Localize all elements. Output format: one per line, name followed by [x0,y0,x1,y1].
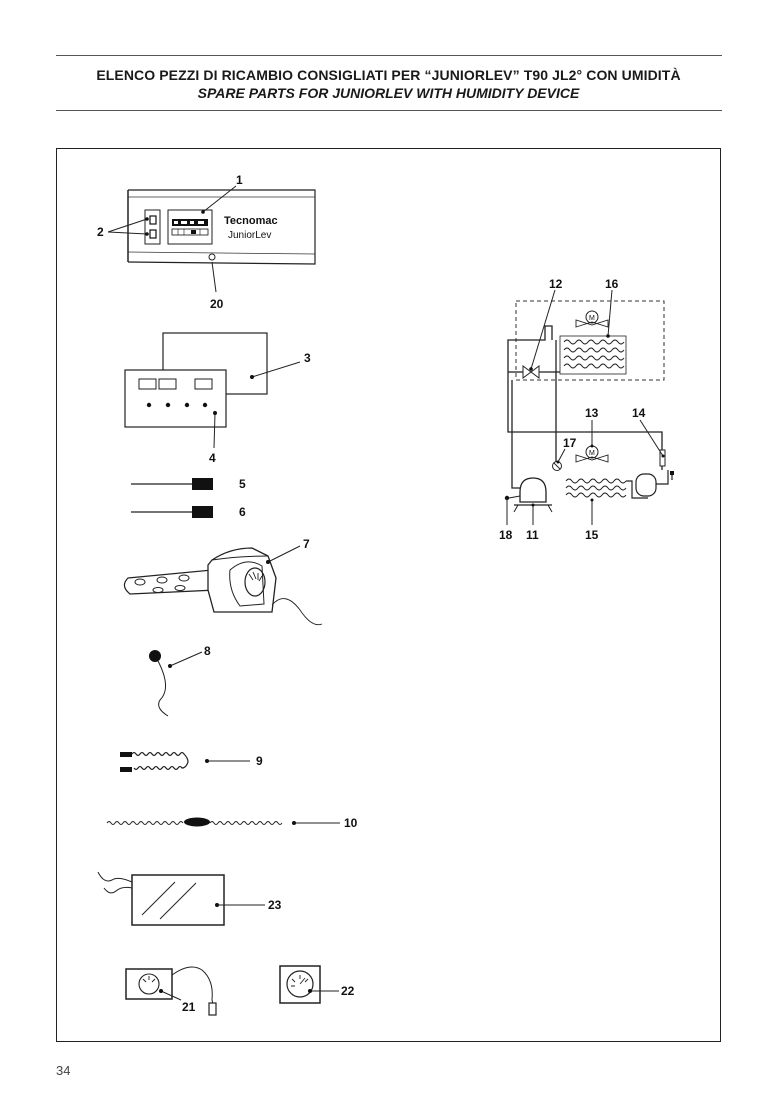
heating-coil-drawing [120,751,250,772]
label-part-9: 9 [256,754,263,768]
label-part-1: 1 [236,173,243,187]
label-part-6: 6 [239,505,246,519]
svg-text:M: M [589,450,595,457]
probes-drawing [131,478,213,518]
title-italian: ELENCO PEZZI DI RICAMBIO CONSIGLIATI PER… [96,67,681,83]
label-part-16: 16 [605,277,619,291]
thermometer-drawing [279,965,339,1004]
label-part-3: 3 [304,351,311,365]
label-part-8: 8 [204,644,211,658]
panel-brand: Tecnomac [224,215,278,227]
label-part-17: 17 [563,436,577,450]
heated-glass-drawing [97,871,265,926]
defrost-wire-drawing [106,817,340,827]
header-rule-bottom [56,110,722,111]
page-number: 34 [56,1063,71,1078]
label-part-22: 22 [341,984,355,998]
bulb-probe-drawing [149,650,203,717]
svg-text:M: M [589,315,595,322]
label-part-13: 13 [585,406,599,420]
label-part-10: 10 [344,816,358,830]
refrigeration-circuit-drawing: M M [504,289,674,525]
thermometer-probe-drawing [125,966,217,1016]
panel-model: JuniorLev [228,230,271,241]
electronic-boards-drawing [124,332,301,449]
humidity-heater-drawing [123,545,323,626]
title-english: SPARE PARTS FOR JUNIORLEV WITH HUMIDITY … [197,85,580,101]
label-part-4: 4 [209,451,216,465]
label-part-20: 20 [210,297,224,311]
control-panel-drawing: Tecnomac JuniorLev [107,185,316,293]
label-part-14: 14 [632,406,646,420]
label-part-12: 12 [549,277,563,291]
label-part-18: 18 [499,528,513,542]
label-part-5: 5 [239,477,246,491]
label-part-11: 11 [526,528,539,542]
header-rule-top [56,55,722,56]
label-part-15: 15 [585,528,599,542]
label-part-23: 23 [268,898,282,912]
label-part-21: 21 [182,1000,196,1014]
label-part-7: 7 [303,537,310,551]
label-part-2: 2 [97,225,104,239]
parts-frame [56,148,721,1042]
